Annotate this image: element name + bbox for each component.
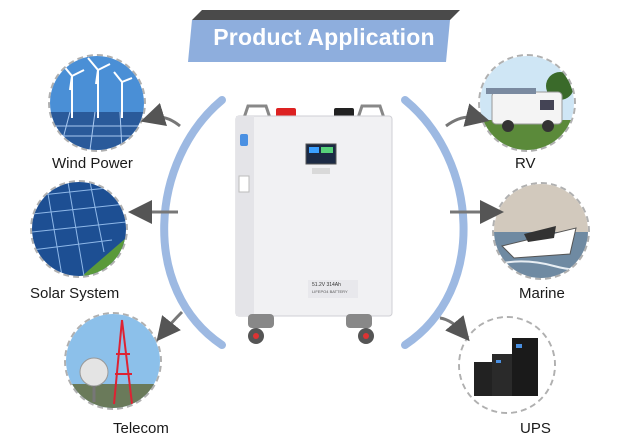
arrow-to-wind-power	[140, 103, 181, 128]
solar-system-image	[30, 180, 128, 278]
title-banner: Product Application	[188, 8, 460, 64]
marine-label: Marine	[519, 285, 565, 302]
battery-label-line1: 51.2V 314Ah	[312, 282, 341, 288]
solar-system-label: Solar System	[30, 285, 120, 302]
telecom-image	[64, 312, 162, 410]
arrow-to-telecom	[156, 310, 184, 342]
ups-label: UPS	[520, 420, 551, 437]
battery-unit: 51.2V 314Ah LIFEPO4 BATTERY	[226, 104, 402, 350]
wind-power-label: Wind Power	[52, 155, 133, 172]
page-title: Product Application	[213, 24, 435, 50]
rv-image	[478, 54, 576, 152]
ups-image	[458, 316, 556, 414]
arrow-to-rv	[445, 103, 490, 128]
rv-label: RV	[515, 155, 536, 172]
battery-label-line2: LIFEPO4 BATTERY	[312, 289, 348, 294]
arrow-to-ups	[439, 315, 470, 342]
telecom-label: Telecom	[113, 420, 169, 437]
